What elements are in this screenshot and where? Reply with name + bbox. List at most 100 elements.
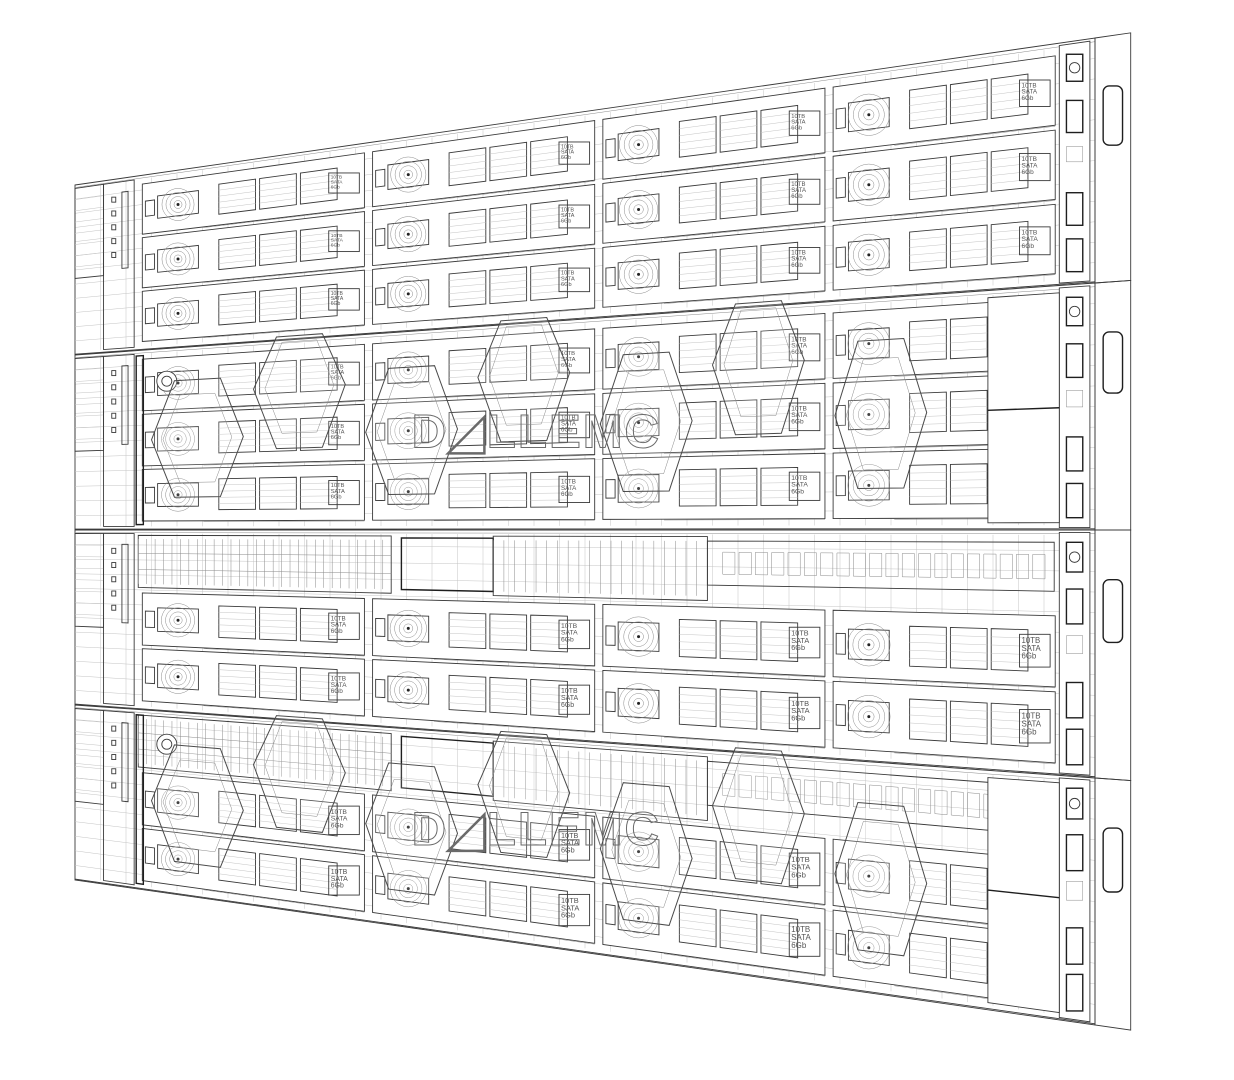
drive-led-ring-icon — [852, 931, 885, 964]
edge-line — [449, 619, 486, 622]
edge-line — [679, 408, 717, 411]
edge-line — [909, 649, 947, 652]
hex-mesh-vent — [949, 937, 988, 984]
edge-line — [74, 391, 104, 394]
drive-led-icon — [406, 688, 410, 692]
edge-line — [259, 366, 297, 370]
edge-line — [218, 241, 256, 246]
edge-line — [259, 431, 297, 434]
edge-line — [720, 132, 757, 138]
edge-line — [991, 171, 1028, 176]
vga-port[interactable] — [1102, 331, 1124, 394]
drive-led-ring-icon — [857, 705, 880, 728]
edge-line — [259, 306, 297, 310]
electrical-indicator-icon — [111, 398, 117, 405]
drive-label-text: SATA — [791, 256, 807, 263]
edge-line — [218, 445, 256, 447]
drive-label-text: 6Gb — [791, 349, 804, 356]
power-button[interactable] — [1065, 53, 1084, 82]
edge-line — [489, 231, 527, 236]
edge-line — [679, 197, 717, 202]
power-button[interactable] — [1065, 787, 1084, 820]
hex-mesh-vent — [719, 688, 758, 730]
edge-line — [720, 635, 757, 638]
edge-line — [259, 632, 297, 635]
edge-line — [950, 888, 988, 894]
front-bezel[interactable]: D◢LLEMC — [135, 292, 1060, 526]
drive-handle — [847, 238, 890, 272]
drive-label — [328, 480, 360, 506]
drive-label-text: 6Gb — [561, 911, 575, 920]
drive-led-ring-icon — [165, 664, 191, 690]
edge-line — [909, 480, 947, 482]
edge-line — [489, 486, 527, 488]
drive-latch — [375, 227, 386, 247]
drive-carrier — [372, 855, 596, 944]
bezel-hexagon-inner — [376, 778, 447, 879]
drive-label-text: SATA — [331, 622, 347, 629]
edge-line — [218, 259, 256, 264]
drive-label — [788, 247, 821, 274]
bezel-lock-icon[interactable] — [156, 733, 178, 755]
drive-label — [788, 626, 821, 659]
edge-line — [530, 636, 568, 638]
drive-label-text: 6Gb — [331, 883, 344, 890]
drive-led-ring-icon — [399, 225, 418, 244]
drive-led-ring-icon — [633, 269, 644, 280]
drive-label-text: 10TB — [791, 114, 805, 120]
hex-mesh-vent — [909, 228, 947, 272]
edge-line — [449, 841, 486, 847]
edge-line — [909, 335, 947, 338]
drive-led-icon — [406, 825, 410, 829]
power-button[interactable] — [1065, 296, 1084, 327]
drive-led-ring-icon — [857, 865, 880, 888]
vga-port[interactable] — [1102, 579, 1124, 644]
vga-port[interactable] — [1102, 827, 1124, 893]
drive-handle — [157, 482, 199, 507]
hex-mesh-vent — [299, 225, 338, 262]
drive-led-ring-icon — [623, 341, 654, 372]
edge-line — [530, 700, 568, 704]
power-button[interactable] — [1065, 541, 1084, 573]
edge-line — [218, 816, 256, 821]
drive-led-icon — [867, 643, 871, 647]
vga-port[interactable] — [1102, 85, 1124, 146]
drive-label-text: 6Gb — [1022, 95, 1034, 102]
drive-latch — [144, 307, 156, 325]
label-cell — [836, 552, 850, 577]
front-bezel[interactable]: D◢LLEMC — [135, 714, 1060, 1014]
edge-line — [720, 275, 757, 279]
memory-indicator-icon — [111, 238, 117, 245]
drive-carrier — [141, 211, 365, 289]
